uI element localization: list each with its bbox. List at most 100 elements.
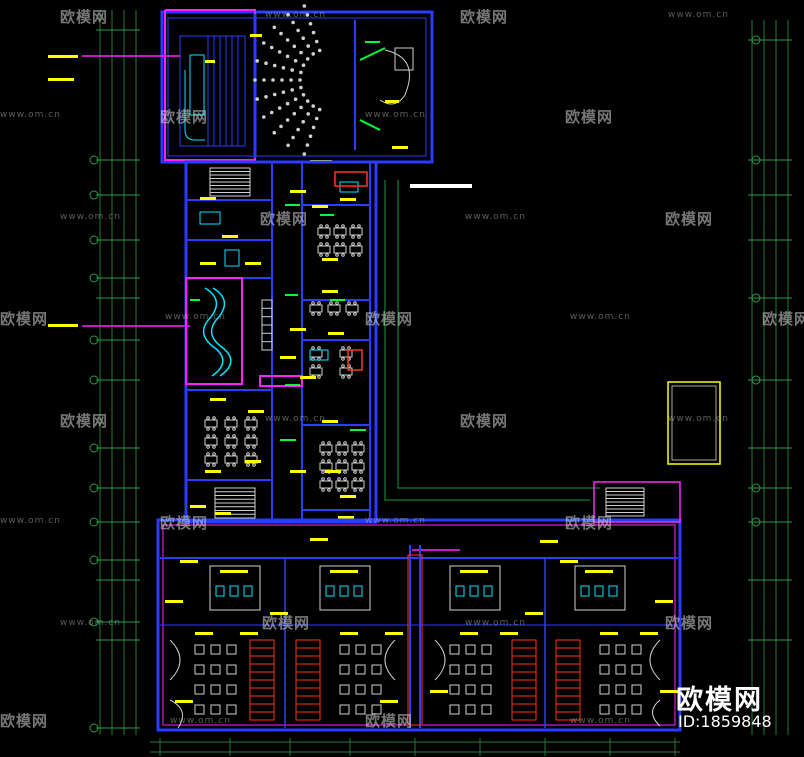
classroom-desk: [599, 704, 610, 715]
auditorium-seat: [262, 115, 266, 119]
restroom-fixture-icon: [209, 565, 626, 611]
auditorium-seating-icon: [253, 4, 322, 156]
restroom-outline: [319, 565, 371, 611]
meeting-table-chair: [351, 224, 355, 228]
classroom-desk: [226, 664, 237, 675]
site-outline: [384, 180, 600, 501]
canteen-table-chair: [252, 445, 256, 449]
classroom-desk: [481, 664, 492, 675]
watermark-url-11: www.om.cn: [0, 516, 61, 526]
meeting-table-chair: [319, 235, 323, 239]
auditorium-seat: [301, 93, 306, 97]
classroom-desk: [194, 704, 205, 715]
canteen-table-chair: [212, 416, 216, 420]
meeting-table: [349, 227, 363, 236]
meeting-table-chair: [325, 242, 329, 246]
left-dimension-ticks: [96, 29, 140, 729]
canteen-table-chair: [226, 445, 230, 449]
classroom-desk: [339, 704, 350, 715]
canteen-table-chair: [232, 416, 236, 420]
office-desk-chair: [347, 346, 351, 350]
restroom-label: [220, 570, 248, 573]
room-label: [322, 258, 338, 261]
meeting-table-chair: [341, 253, 345, 257]
classroom-label: [655, 600, 673, 603]
study-table-chair: [337, 488, 341, 492]
auditorium-seat: [280, 78, 284, 82]
study-table-chair: [321, 477, 325, 481]
meeting-table: [333, 245, 347, 254]
auditorium-seat: [277, 106, 282, 110]
canteen-table-chair: [206, 434, 210, 438]
room-label: [248, 410, 264, 413]
room-label: [200, 197, 216, 200]
auditorium-seat: [285, 38, 290, 42]
office-desk-chair: [341, 364, 345, 368]
classroom-desk: [355, 664, 366, 675]
watermark-logo-3: 欧模网: [160, 108, 209, 126]
classroom-desk: [465, 704, 476, 715]
study-table-chair: [343, 441, 347, 445]
meeting-table-chair: [335, 224, 339, 228]
watermark-logo-6: 欧模网: [665, 210, 714, 228]
lounge-table-chair: [335, 312, 339, 316]
meeting-table-chair: [319, 242, 323, 246]
study-table-chair: [343, 477, 347, 481]
study-table-chair: [337, 441, 341, 445]
study-table-chair: [359, 488, 363, 492]
auditorium-seat: [299, 70, 303, 75]
classroom-desk: [371, 644, 382, 655]
classroom-label: [600, 632, 618, 635]
lounge-table: [345, 304, 359, 313]
meeting-table: [317, 227, 331, 236]
auditorium-seat: [262, 41, 266, 45]
study-table: [319, 462, 333, 471]
canteen-table-chair: [232, 445, 236, 449]
auditorium-seat: [293, 59, 298, 63]
canteen-table: [224, 455, 238, 464]
canteen-table-chair: [232, 452, 236, 456]
meeting-table-chair: [357, 253, 361, 257]
canteen-table-chair: [246, 445, 250, 449]
classroom-label: [640, 632, 658, 635]
watermark-logo-9: 欧模网: [762, 310, 804, 328]
lounge-table-chair: [347, 312, 351, 316]
watermark-url-5: www.om.cn: [60, 212, 121, 222]
study-table: [351, 462, 365, 471]
canteen-table-chair: [206, 463, 210, 467]
auditorium-seat: [302, 152, 307, 156]
classroom-desk: [226, 704, 237, 715]
meeting-table-chair: [325, 235, 329, 239]
auditorium-seat: [314, 116, 319, 121]
auditorium-seat: [308, 22, 313, 26]
watermark-url-7: www.om.cn: [165, 312, 226, 322]
study-table-chair: [327, 488, 331, 492]
canteen-table: [204, 437, 218, 446]
restroom-fixture: [243, 585, 253, 597]
restroom-outline: [449, 565, 501, 611]
classroom-desk: [465, 644, 476, 655]
classroom-desk: [226, 644, 237, 655]
room-label: [222, 235, 238, 238]
watermark-logo-13: 欧模网: [565, 514, 614, 532]
office-desk-chair: [347, 375, 351, 379]
room-label: [215, 512, 231, 515]
classroom-desk: [355, 684, 366, 695]
study-table: [351, 480, 365, 489]
classroom-desk: [371, 704, 382, 715]
canteen-table-chair: [246, 434, 250, 438]
canteen-table-chair: [206, 445, 210, 449]
study-table: [351, 444, 365, 453]
study-table-chair: [353, 459, 357, 463]
classroom-desk: [615, 704, 626, 715]
study-table: [335, 444, 349, 453]
restroom-fixture: [215, 585, 225, 597]
classroom-desk: [599, 644, 610, 655]
auditorium-seat: [272, 63, 277, 68]
canteen-table-chair: [226, 463, 230, 467]
office-desk-chair: [341, 375, 345, 379]
classroom-label: [500, 632, 518, 635]
classroom-desk: [449, 664, 460, 675]
canteen-table-chair: [212, 427, 216, 431]
